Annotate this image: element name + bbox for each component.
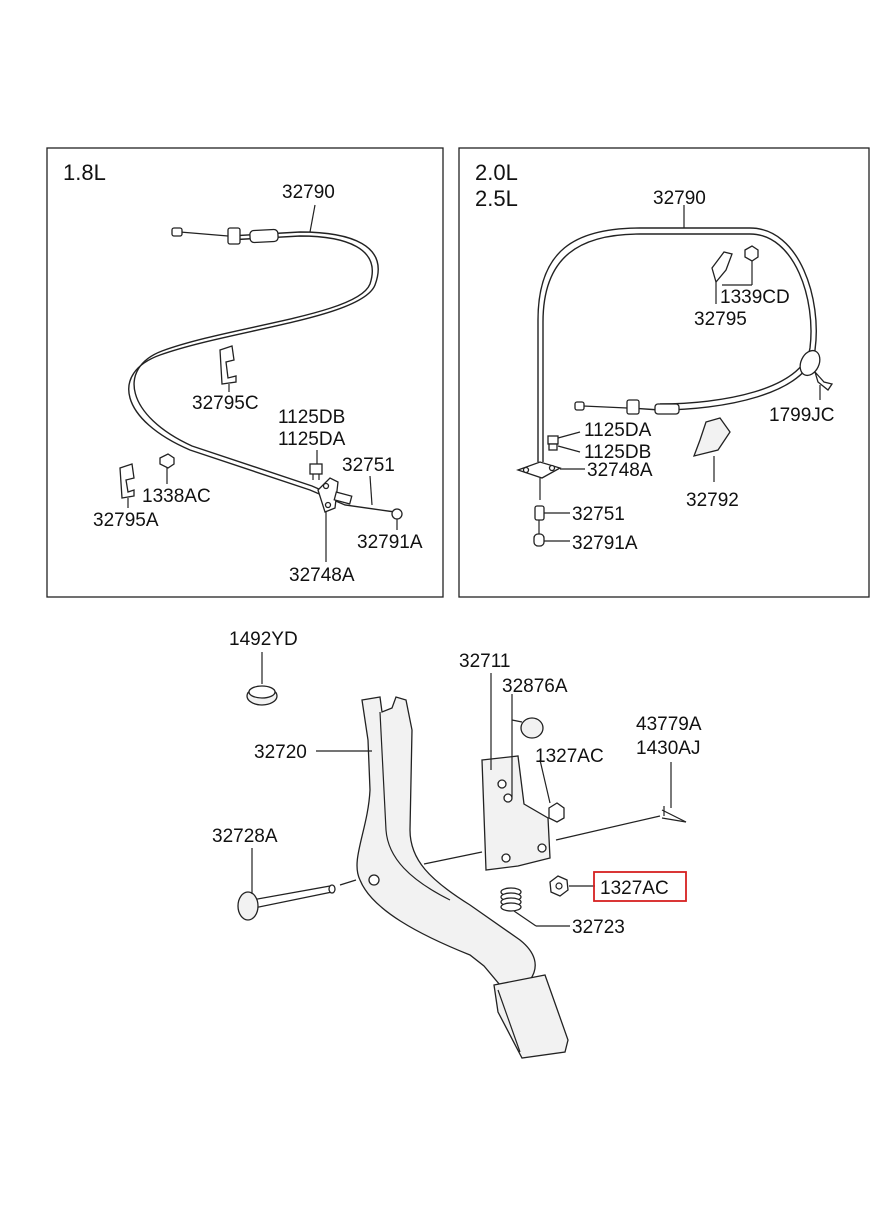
label-32748a-right: 32748A [587, 460, 653, 481]
panel-1-8l [46, 147, 444, 598]
label-1430aj: 1430AJ [636, 738, 700, 759]
label-32876a: 32876A [502, 676, 568, 697]
label-32790-right: 32790 [653, 188, 706, 209]
label-32792: 32792 [686, 490, 739, 511]
label-32728a: 32728A [212, 826, 278, 847]
spring-32723 [500, 887, 522, 912]
engine-label-2-0l: 2.0L [475, 160, 518, 185]
rod-32751-right [534, 505, 545, 534]
label-1125da-left: 1125DA [278, 429, 346, 450]
label-1327ac-upper: 1327AC [535, 746, 604, 767]
bracket-32748a-left [317, 477, 353, 513]
label-1125db-right: 1125DB [584, 442, 651, 463]
panel-2-0l-2-5l [458, 147, 870, 598]
bolt-32876a [511, 717, 544, 739]
label-1339cd: 1339CD [720, 287, 790, 308]
nut-1339cd [744, 245, 759, 262]
label-1492yd: 1492YD [229, 629, 298, 650]
clip-32795c [219, 345, 237, 385]
nut-1327ac-highlighted [549, 875, 569, 897]
cable-assembly-right [537, 227, 834, 462]
label-1338ac: 1338AC [142, 486, 211, 507]
label-32795c: 32795C [192, 393, 259, 414]
bracket-32748a-right [516, 461, 562, 500]
bolt-right [547, 435, 559, 451]
label-32751-left: 32751 [342, 455, 395, 476]
plug-1492yd [246, 685, 278, 706]
nut-1338ac [159, 453, 175, 469]
label-1327ac-highlighted: 1327AC [600, 878, 669, 899]
label-32751-right: 32751 [572, 504, 625, 525]
label-32720: 32720 [254, 742, 307, 763]
label-1125da-right: 1125DA [584, 420, 652, 441]
label-32790-left: 32790 [282, 182, 335, 203]
end-32791a-right [533, 533, 545, 547]
label-32791a-left: 32791A [357, 532, 423, 553]
clip-32795 [711, 251, 733, 284]
nut-1327ac-upper [548, 802, 565, 823]
shaft-32728a [237, 884, 336, 921]
engine-label-1-8l: 1.8L [63, 160, 106, 185]
engine-label-2-5l: 2.5L [475, 186, 518, 211]
pedal-32720 [356, 696, 569, 1059]
label-32795: 32795 [694, 309, 747, 330]
plate-32792 [692, 417, 731, 457]
label-1799jc: 1799JC [769, 405, 835, 426]
label-1125db-left: 1125DB [278, 407, 345, 428]
label-32711: 32711 [459, 651, 510, 672]
pin-43779a [661, 806, 687, 823]
cable-assembly-left [128, 227, 403, 520]
label-32795a: 32795A [93, 510, 159, 531]
bolt-left [309, 463, 323, 480]
bracket-32711 [481, 755, 551, 871]
label-32791a-right: 32791A [572, 533, 638, 554]
clip-32795a [119, 463, 135, 499]
label-32723: 32723 [572, 917, 625, 938]
label-32748a-left: 32748A [289, 565, 355, 586]
highlight-box [593, 871, 687, 902]
label-43779a: 43779A [636, 714, 702, 735]
